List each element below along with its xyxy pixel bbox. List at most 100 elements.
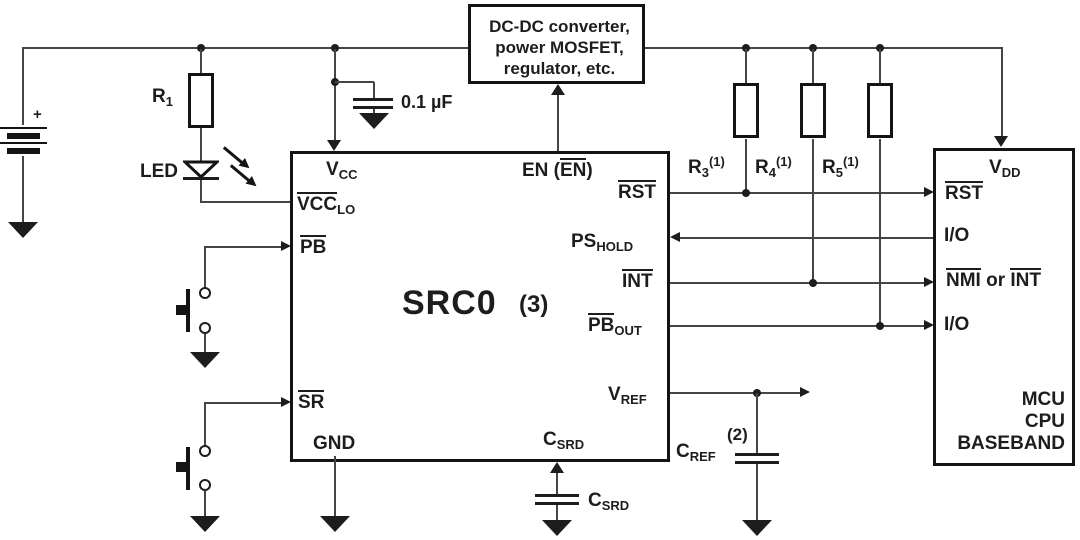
- resistor-r3: [733, 83, 759, 138]
- mcu-pin-vdd: VDD: [989, 157, 1021, 180]
- dcdc-converter-text: DC-DC converter, power MOSFET, regulator…: [489, 17, 630, 78]
- ground-icon: [190, 352, 220, 368]
- ground-icon: [742, 520, 772, 536]
- r1-led-wire: [200, 128, 202, 162]
- src0-pin-int: INT: [622, 269, 653, 292]
- resistor-r1: [188, 73, 214, 128]
- src0-ic-box: [290, 151, 670, 462]
- power-rail-right-wire: [643, 47, 1003, 49]
- mcu-box: [933, 148, 1075, 466]
- csrd-ext-label: CSRD: [588, 490, 630, 513]
- switch-contact-icon: [199, 445, 211, 457]
- cref-bottom-wire: [756, 464, 758, 521]
- ground-icon: [8, 222, 38, 238]
- pbout-signal-wire: [670, 325, 926, 327]
- junction-dot: [742, 44, 750, 52]
- int-arrow-icon: [924, 277, 934, 287]
- r3-label: R3(1): [688, 154, 725, 180]
- csrd-plate-icon: [535, 494, 579, 497]
- pshold-signal-wire: [678, 237, 933, 239]
- cap01-plate-icon: [353, 106, 393, 109]
- cref-plate-icon: [735, 461, 779, 464]
- junction-dot: [331, 44, 339, 52]
- pb-gnd-wire: [204, 334, 206, 353]
- rst-arrow-icon: [924, 187, 934, 197]
- csrd-arrow-icon: [550, 462, 564, 473]
- led-cathode-bar: [183, 177, 219, 180]
- csrd-plate-icon: [535, 502, 579, 505]
- vcclo-wire: [200, 201, 292, 203]
- csrd-top-wire: [556, 473, 558, 494]
- src0-pin-pb: PB: [300, 235, 327, 258]
- vcc-arrow-icon: [327, 140, 341, 151]
- r5-bottom-wire: [879, 139, 881, 326]
- rst-signal-wire: [670, 192, 926, 194]
- src0-pin-rst: RST: [618, 180, 656, 203]
- mcu-pin-io1: I/O: [944, 225, 970, 246]
- r5-label: R5(1): [822, 154, 859, 180]
- mcu-label-baseband: BASEBAND: [957, 433, 1065, 454]
- r5-top-wire: [879, 49, 881, 83]
- battery-top-wire: [22, 47, 24, 125]
- src0-note: (3): [519, 291, 549, 318]
- r3-top-wire: [745, 49, 747, 83]
- battery-plate-icon: [0, 142, 47, 144]
- gnd-wire: [334, 456, 336, 516]
- vref-wire: [670, 392, 802, 394]
- r4-top-wire: [812, 49, 814, 83]
- cref-note: (2): [727, 425, 748, 444]
- cref-plate-icon: [735, 453, 779, 456]
- led-bottom-wire: [200, 180, 202, 203]
- src0-pin-vref: VREF: [608, 384, 647, 407]
- r1-label: R1: [152, 86, 173, 109]
- pshold-arrow-icon: [670, 232, 680, 242]
- pb-switch-wire: [204, 246, 206, 288]
- mcu-pin-rst: RST: [945, 181, 983, 204]
- csrd-bottom-wire: [556, 505, 558, 521]
- src0-pin-pbout: PBOUT: [588, 313, 642, 338]
- vref-arrow-icon: [800, 387, 810, 397]
- led-icon: [183, 160, 219, 180]
- pushbutton-actuator-icon: [186, 447, 190, 490]
- en-arrow-icon: [551, 84, 565, 95]
- power-rail-left-wire: [22, 47, 470, 49]
- src0-pin-vcc: VCC: [326, 159, 358, 182]
- switch-contact-icon: [199, 322, 211, 334]
- junction-dot: [197, 44, 205, 52]
- mcu-label-cpu: CPU: [1024, 411, 1065, 432]
- battery-plate-icon: [7, 133, 40, 139]
- mcu-pin-nmi-int: NMI or INT: [946, 268, 1041, 291]
- cap01-bottom-wire: [373, 109, 375, 114]
- mcu-label-mcu: MCU: [1021, 389, 1065, 410]
- cap01-branch-wire: [335, 81, 374, 83]
- resistor-r5: [867, 83, 893, 138]
- battery-plate-icon: [7, 148, 40, 154]
- r4-label: R4(1): [755, 154, 792, 180]
- r3-bottom-wire: [745, 139, 747, 193]
- ground-icon: [359, 113, 389, 129]
- pushbutton-stub-icon: [176, 462, 186, 472]
- src0-pin-pshold: PSHOLD: [571, 231, 634, 254]
- cref-label: CREF: [676, 441, 716, 464]
- cap01-top-wire: [373, 82, 375, 98]
- ground-icon: [320, 516, 350, 532]
- vdd-arrow-icon: [994, 136, 1008, 147]
- junction-dot: [876, 322, 884, 330]
- junction-dot: [809, 279, 817, 287]
- pb-arrow-icon: [281, 241, 291, 251]
- junction-dot: [809, 44, 817, 52]
- junction-dot: [742, 189, 750, 197]
- src0-pin-en: EN (EN): [522, 158, 593, 181]
- battery-bottom-wire: [22, 156, 24, 222]
- dcdc-converter-box: DC-DC converter, power MOSFET, regulator…: [468, 4, 645, 84]
- r1-top-wire: [200, 49, 202, 73]
- cap01-plate-icon: [353, 98, 393, 101]
- switch-contact-icon: [199, 479, 211, 491]
- cap01-label: 0.1 µF: [401, 92, 453, 112]
- switch-contact-icon: [199, 287, 211, 299]
- led-light-arrow-icon: [223, 146, 244, 164]
- pushbutton-stub-icon: [176, 305, 186, 315]
- src0-pin-vcclo: VCCLO: [297, 192, 356, 217]
- pbout-arrow-icon: [924, 320, 934, 330]
